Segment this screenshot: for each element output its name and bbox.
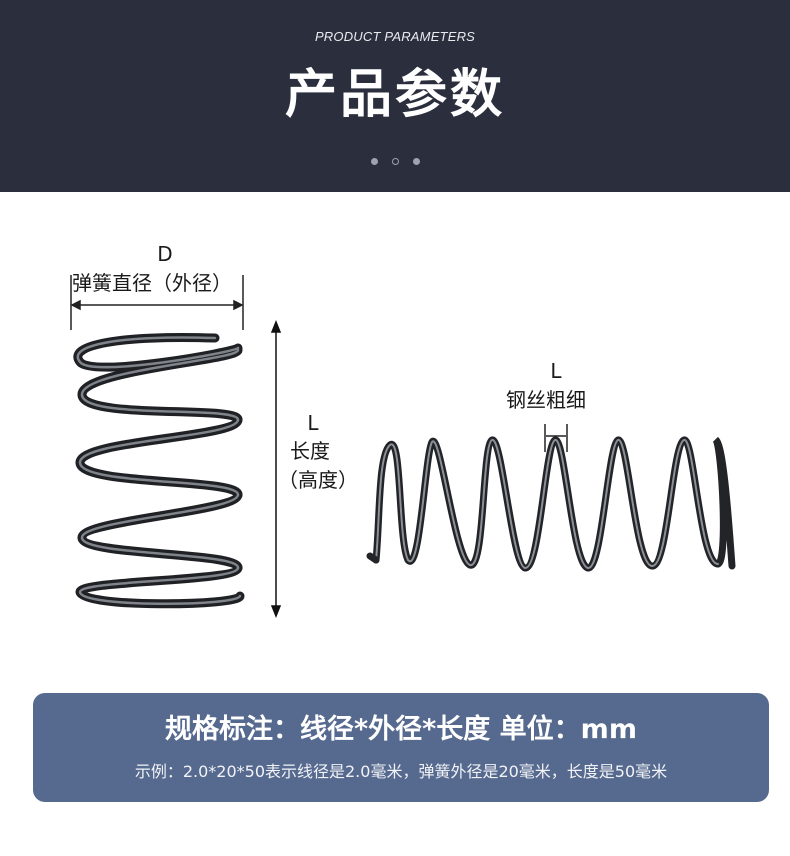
compressed-spring-icon	[73, 332, 245, 609]
diameter-label: 弹簧直径（外径）	[72, 271, 232, 295]
extended-spring-icon	[366, 436, 736, 572]
wire-symbol: L	[550, 359, 562, 383]
dot-indicator	[412, 158, 420, 165]
header-title: 产品参数	[284, 65, 505, 125]
diameter-symbol: D	[157, 242, 173, 266]
length-symbol: L	[307, 411, 319, 435]
wire-label: 钢丝粗细	[506, 388, 586, 412]
dot-indicator	[370, 158, 378, 165]
length-sub-label: （高度）	[278, 468, 358, 492]
header-subtitle: PRODUCT PARAMETERS	[314, 29, 476, 44]
wire-thickness-dimension	[544, 424, 568, 452]
diameter-dimension	[70, 275, 244, 330]
length-dimension	[270, 319, 282, 619]
dot-indicator-hollow	[391, 158, 399, 165]
header-banner: PRODUCT PARAMETERS 产品参数	[0, 0, 790, 192]
spec-example: 示例：2.0*20*50表示线径是2.0毫米，弹簧外径是20毫米，长度是50毫米	[134, 762, 668, 781]
spec-title: 规格标注：线径*外径*长度 单位：mm	[165, 714, 637, 745]
header-dots	[0, 158, 790, 165]
length-label: 长度	[290, 439, 330, 463]
spec-panel: 规格标注：线径*外径*长度 单位：mm 示例：2.0*20*50表示线径是2.0…	[33, 693, 769, 802]
